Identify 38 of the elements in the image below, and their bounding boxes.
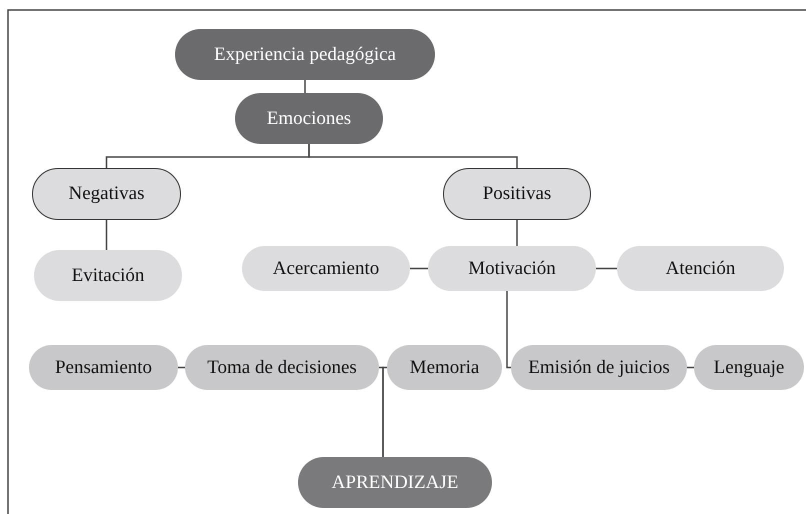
rounded-node: [298, 457, 492, 508]
node-label: Pensamiento: [54, 356, 152, 378]
node-label: Acercamiento: [272, 258, 380, 280]
rounded-node: [185, 345, 379, 390]
node-label: Experiencia pedagógica: [214, 44, 396, 66]
rounded-node: [617, 246, 784, 291]
connector-line: [506, 291, 511, 368]
rounded-node: [242, 246, 410, 291]
node-label: APRENDIZAJE: [332, 472, 458, 494]
rounded-node: [443, 168, 591, 220]
connector-line: [178, 366, 185, 368]
node-label: Emociones: [266, 108, 352, 130]
connector-line: [106, 220, 108, 250]
connector-line: [304, 80, 306, 93]
rounded-node: [29, 345, 178, 390]
rounded-node: [235, 93, 383, 144]
connector-line: [596, 268, 617, 270]
connector-line: [687, 366, 694, 368]
rounded-node: [34, 250, 182, 301]
node-label: Emisión de juicios: [528, 356, 670, 378]
node-label: Lenguaje: [714, 356, 784, 378]
node-label: Positivas: [482, 183, 552, 205]
rounded-node: [175, 29, 435, 80]
rounded-node: [32, 168, 181, 220]
connector-line: [516, 220, 518, 246]
connector-line: [382, 366, 387, 457]
rounded-node: [428, 246, 596, 291]
connector-line: [410, 268, 428, 270]
node-label: Evitación: [72, 264, 144, 286]
node-label: Atención: [666, 258, 736, 280]
node-label: Negativas: [68, 183, 144, 205]
rounded-node: [511, 345, 687, 390]
node-label: Memoria: [410, 356, 480, 378]
connector-line: [308, 144, 518, 168]
rounded-node: [387, 345, 502, 390]
node-label: Toma de decisiones: [207, 356, 357, 378]
node-label: Motivación: [468, 258, 556, 280]
rounded-node: [694, 345, 804, 390]
